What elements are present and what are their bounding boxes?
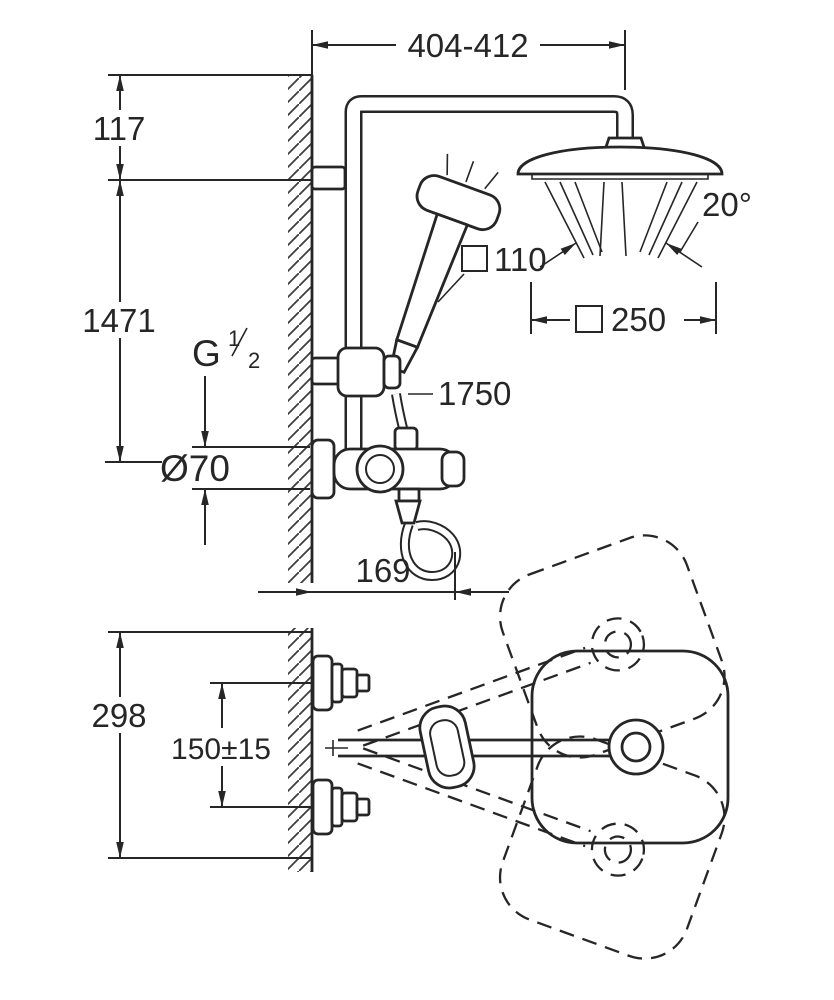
dim-wall-offset-label: 169 [355, 552, 410, 589]
dim-hose-length-label: 1750 [438, 375, 511, 412]
dim-height-label: 1471 [82, 302, 155, 339]
wall-bracket-upper [310, 165, 347, 191]
square-symbol-250-icon [575, 305, 603, 333]
head-shower [516, 136, 724, 180]
valve-escutcheon [310, 438, 336, 500]
dim-top-width: 404-412 [312, 26, 625, 64]
dim-wall-offset: 169 [258, 552, 509, 600]
hand-shower-spray-ticks [446, 153, 499, 190]
square-symbol-110-icon [461, 245, 488, 272]
valve-handle-inner [365, 454, 395, 484]
valve-outlet [397, 487, 421, 503]
dim-head-face: 250 [530, 282, 717, 339]
fraction-slash [231, 327, 248, 357]
dim-spray-angle: 20° [539, 186, 752, 268]
shower-pipe [344, 95, 634, 452]
valve-outlet-cone [394, 499, 422, 525]
dim-body-span: 298 [82, 632, 158, 858]
dim-escutcheon-label: Ø70 [160, 448, 230, 489]
dim-thread: G 1 2 [192, 326, 260, 447]
hand-shower [389, 153, 502, 374]
dim-hand-shower-face: 110 [437, 241, 547, 303]
spray-lines [544, 181, 698, 259]
wall-section-plan [288, 628, 314, 872]
ball-joint-plan [607, 718, 665, 776]
dim-height: 1471 [78, 180, 162, 462]
dim-hand-shower-face-label: 110 [494, 241, 547, 278]
dim-offset-top: 117 [88, 75, 152, 180]
leader-110 [437, 273, 465, 303]
supply-connection-top [311, 654, 371, 712]
head-shower-spray-face [531, 174, 709, 180]
head-shower-body [516, 145, 724, 176]
dim-head-face-label: 250 [611, 301, 666, 338]
thread-letter: G [192, 333, 221, 374]
dim-center-spacing: 150±15 [156, 683, 288, 807]
thermostat-valve [310, 426, 466, 525]
dim-offset-top-label: 117 [93, 110, 146, 147]
supply-connection-bottom [311, 778, 371, 836]
shower-hose [391, 393, 462, 582]
thread-numerator: 1 [228, 326, 240, 351]
diverter-handle-plan [418, 704, 476, 790]
dim-spray-angle-label: 20° [702, 186, 752, 223]
wall-section-side [288, 75, 314, 583]
shower-arm-plan [325, 704, 665, 790]
ball-joint-inner [620, 731, 652, 763]
hose-inlet [393, 426, 419, 452]
dim-top-width-label: 404-412 [407, 27, 528, 64]
hand-shower-holder [310, 346, 402, 398]
dim-hose-length: 1750 [408, 375, 511, 412]
thread-denominator: 2 [248, 348, 260, 373]
dim-body-span-label: 298 [91, 697, 146, 734]
dim-escutcheon: Ø70 [160, 446, 310, 545]
valve-handle [355, 444, 405, 494]
valve-end-cap [440, 450, 466, 488]
dim-center-spacing-label: 150±15 [171, 733, 271, 766]
